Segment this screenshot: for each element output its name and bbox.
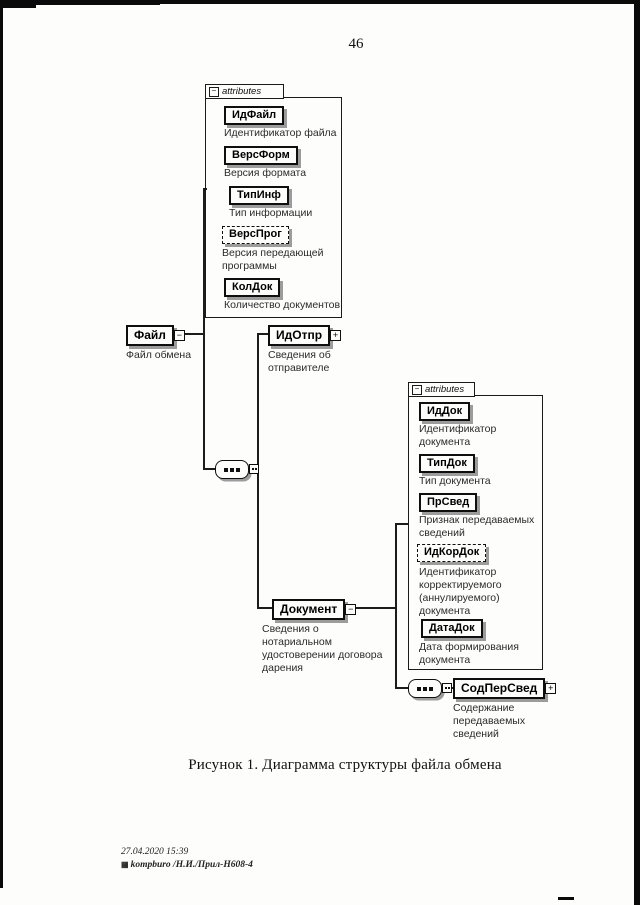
element-file-label: Файл (134, 328, 166, 342)
attribute-versform: ВерсФорм (224, 146, 298, 165)
attributes-tab-document: − attributes (408, 382, 475, 397)
attribute-datadok: ДатаДок (421, 619, 483, 638)
connector-line (203, 188, 207, 190)
attributes-tab-label: attributes (425, 384, 465, 395)
connector-line (176, 333, 204, 335)
footer-date: 27.04.2020 15:39 (121, 847, 189, 857)
attribute-iddok: ИдДок (419, 402, 471, 421)
collapse-icon: − (209, 86, 219, 97)
attribute-desc: Тип информации (229, 207, 313, 219)
attribute-desc: Версия формата (224, 167, 307, 179)
scan-border-top (0, 0, 640, 4)
attribute-versprog: ВерсПрог (222, 226, 289, 244)
connector-line (395, 523, 397, 688)
element-idotpr-label: ИдОтпр (276, 328, 323, 342)
occurrence-icon (442, 683, 452, 693)
attributes-tab-label: attributes (222, 86, 262, 97)
attribute-desc: Количество документов (224, 299, 341, 311)
attribute-idfail: ИдФайл (224, 106, 285, 125)
attributes-box-document: ИдДок Идентификатор документа ТипДок Тип… (408, 395, 543, 670)
footer-stamp-row: ▦kompburo /Н.И./Прил-Н608-4 (121, 859, 381, 872)
attribute-desc: Дата формирования документа (419, 641, 519, 666)
attribute-tipinf: ТипИнф (229, 186, 289, 205)
attribute-desc: Идентификатор документа (419, 423, 497, 448)
attribute-tipdok: ТипДок (419, 454, 475, 473)
collapse-icon: − (345, 604, 357, 615)
disk-icon: ▦ (121, 859, 129, 869)
element-idotpr-desc: Сведения об отправителе (268, 349, 331, 374)
element-sodpersved-desc: Содержание передаваемых сведений (453, 702, 526, 740)
scan-border-right (634, 0, 640, 905)
expand-icon: + (330, 330, 342, 341)
attribute-desc: Идентификатор корректируемого (аннулируе… (419, 566, 502, 617)
sequence-icon (408, 679, 452, 698)
collapse-icon: − (412, 384, 422, 395)
connector-line (344, 607, 396, 609)
connector-line (203, 188, 205, 470)
attribute-desc: Тип документа (419, 475, 491, 487)
occurrence-icon (249, 464, 259, 474)
element-document: Документ − (272, 599, 357, 620)
footer-stamp: kompburo /Н.И./Прил-Н608-4 (130, 859, 253, 870)
element-file: Файл − (126, 325, 185, 346)
footer: 27.04.2020 15:39 ▦kompburo /Н.И./Прил-Н6… (121, 847, 381, 871)
scan-border-bottom-mark (558, 897, 574, 900)
connector-line (257, 333, 269, 335)
attributes-tab-file: − attributes (205, 84, 284, 99)
scan-border-top-left (0, 0, 36, 8)
attribute-koldok: КолДок (224, 278, 281, 297)
expand-icon: + (545, 683, 557, 694)
figure-caption: Рисунок 1. Диаграмма структуры файла обм… (188, 757, 502, 773)
collapse-icon: − (173, 330, 185, 341)
connector-line (257, 607, 273, 609)
element-document-label: Документ (280, 602, 338, 616)
element-sodpersved-label: СодПерСвед (461, 681, 538, 695)
connector-line (395, 523, 408, 525)
scan-border-left (0, 0, 3, 888)
sequence-icon (215, 460, 259, 479)
scan-border-top-mid (36, 0, 160, 5)
connector-line (203, 468, 217, 470)
element-document-desc: Сведения о нотариальном удостоверении до… (262, 623, 383, 674)
attribute-idkordok: ИдКорДок (417, 544, 487, 562)
connector-line (395, 687, 409, 689)
attribute-desc: Идентификатор файла (224, 127, 337, 139)
attribute-prsved: ПрСвед (419, 493, 478, 512)
attributes-box-file: ИдФайл Идентификатор файла ВерсФорм Верс… (205, 97, 342, 318)
element-file-desc: Файл обмена (126, 349, 192, 361)
element-idotpr: ИдОтпр + (268, 325, 342, 346)
attribute-desc: Версия передающей программы (222, 247, 324, 272)
attribute-desc: Признак передаваемых сведений (419, 514, 535, 539)
element-sodpersved: СодПерСвед + (453, 678, 557, 699)
page-number: 46 (348, 36, 364, 52)
